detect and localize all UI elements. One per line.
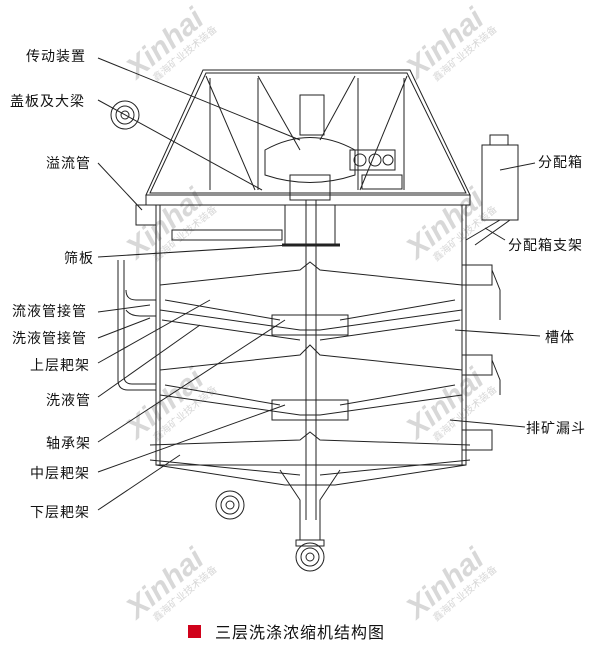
- label-lower-rake: 下层耙架: [30, 505, 90, 521]
- rake-arms: [149, 261, 471, 486]
- label-distribution-box: 分配箱: [538, 155, 583, 171]
- label-wash-pipe-connector: 洗液管接管: [12, 331, 87, 347]
- figure-caption: 三层洗涤浓缩机结构图: [188, 619, 385, 643]
- label-overflow-pipe: 溢流管: [46, 156, 91, 172]
- label-bearing-frame: 轴承架: [46, 436, 91, 452]
- discharge-cone: [110, 100, 341, 572]
- label-discharge-hopper: 排矿漏斗: [526, 421, 586, 437]
- label-middle-rake: 中层耙架: [30, 466, 90, 482]
- label-tank-body: 槽体: [545, 330, 575, 346]
- distribution-box: [465, 134, 519, 246]
- label-screen-plate: 筛板: [64, 251, 94, 267]
- label-drive-unit: 传动装置: [26, 49, 86, 65]
- drive-unit: [264, 94, 403, 201]
- caption-text: 三层洗涤浓缩机结构图: [215, 623, 386, 642]
- label-flow-pipe-connector: 流液管接管: [12, 304, 87, 320]
- caption-marker-icon: [188, 624, 201, 638]
- label-distribution-box-bracket: 分配箱支架: [508, 238, 583, 254]
- tank-body: [155, 200, 467, 520]
- label-cover-and-beam: 盖板及大梁: [10, 94, 85, 110]
- leader-lines: [97, 57, 541, 511]
- pipes: [117, 204, 501, 451]
- label-wash-pipe: 洗液管: [46, 393, 91, 409]
- label-upper-rake: 上层耙架: [30, 358, 90, 374]
